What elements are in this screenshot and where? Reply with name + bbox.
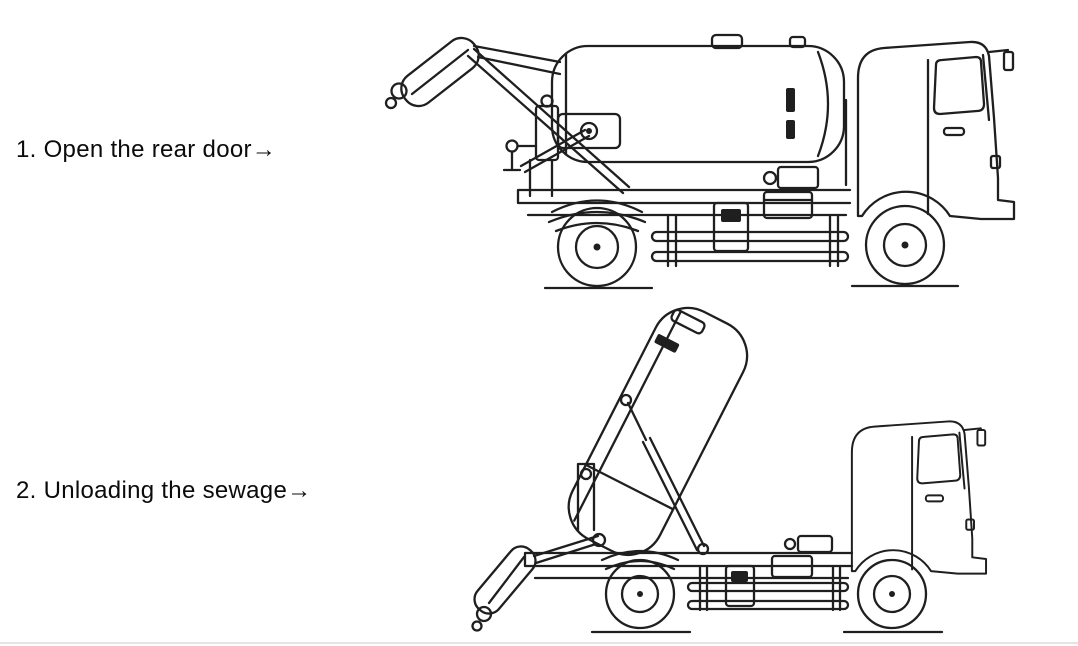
tilted-tank [567,306,749,556]
step-1-label: 1. Open the rear door→ [16,136,277,163]
cab [850,420,988,575]
ground-lines [543,284,960,290]
rear-door-hanging [471,545,537,632]
step-2-label: 2. Unloading the sewage→ [16,477,312,504]
rear-door-open [384,36,562,110]
front-wheel [864,204,946,286]
chassis [516,165,852,268]
tank [550,33,846,164]
truck-unloading-illustration [471,306,988,634]
wheels [590,558,944,634]
chassis [523,534,854,612]
hydraulic-cylinder [619,393,710,556]
bottom-divider [0,642,1078,644]
rear-wheel [604,558,676,630]
cab [844,40,1016,221]
front-wheel [856,558,928,630]
truck-rear-door-open-illustration [384,33,1016,290]
wheels [543,204,960,290]
rear-wheel [556,206,638,288]
